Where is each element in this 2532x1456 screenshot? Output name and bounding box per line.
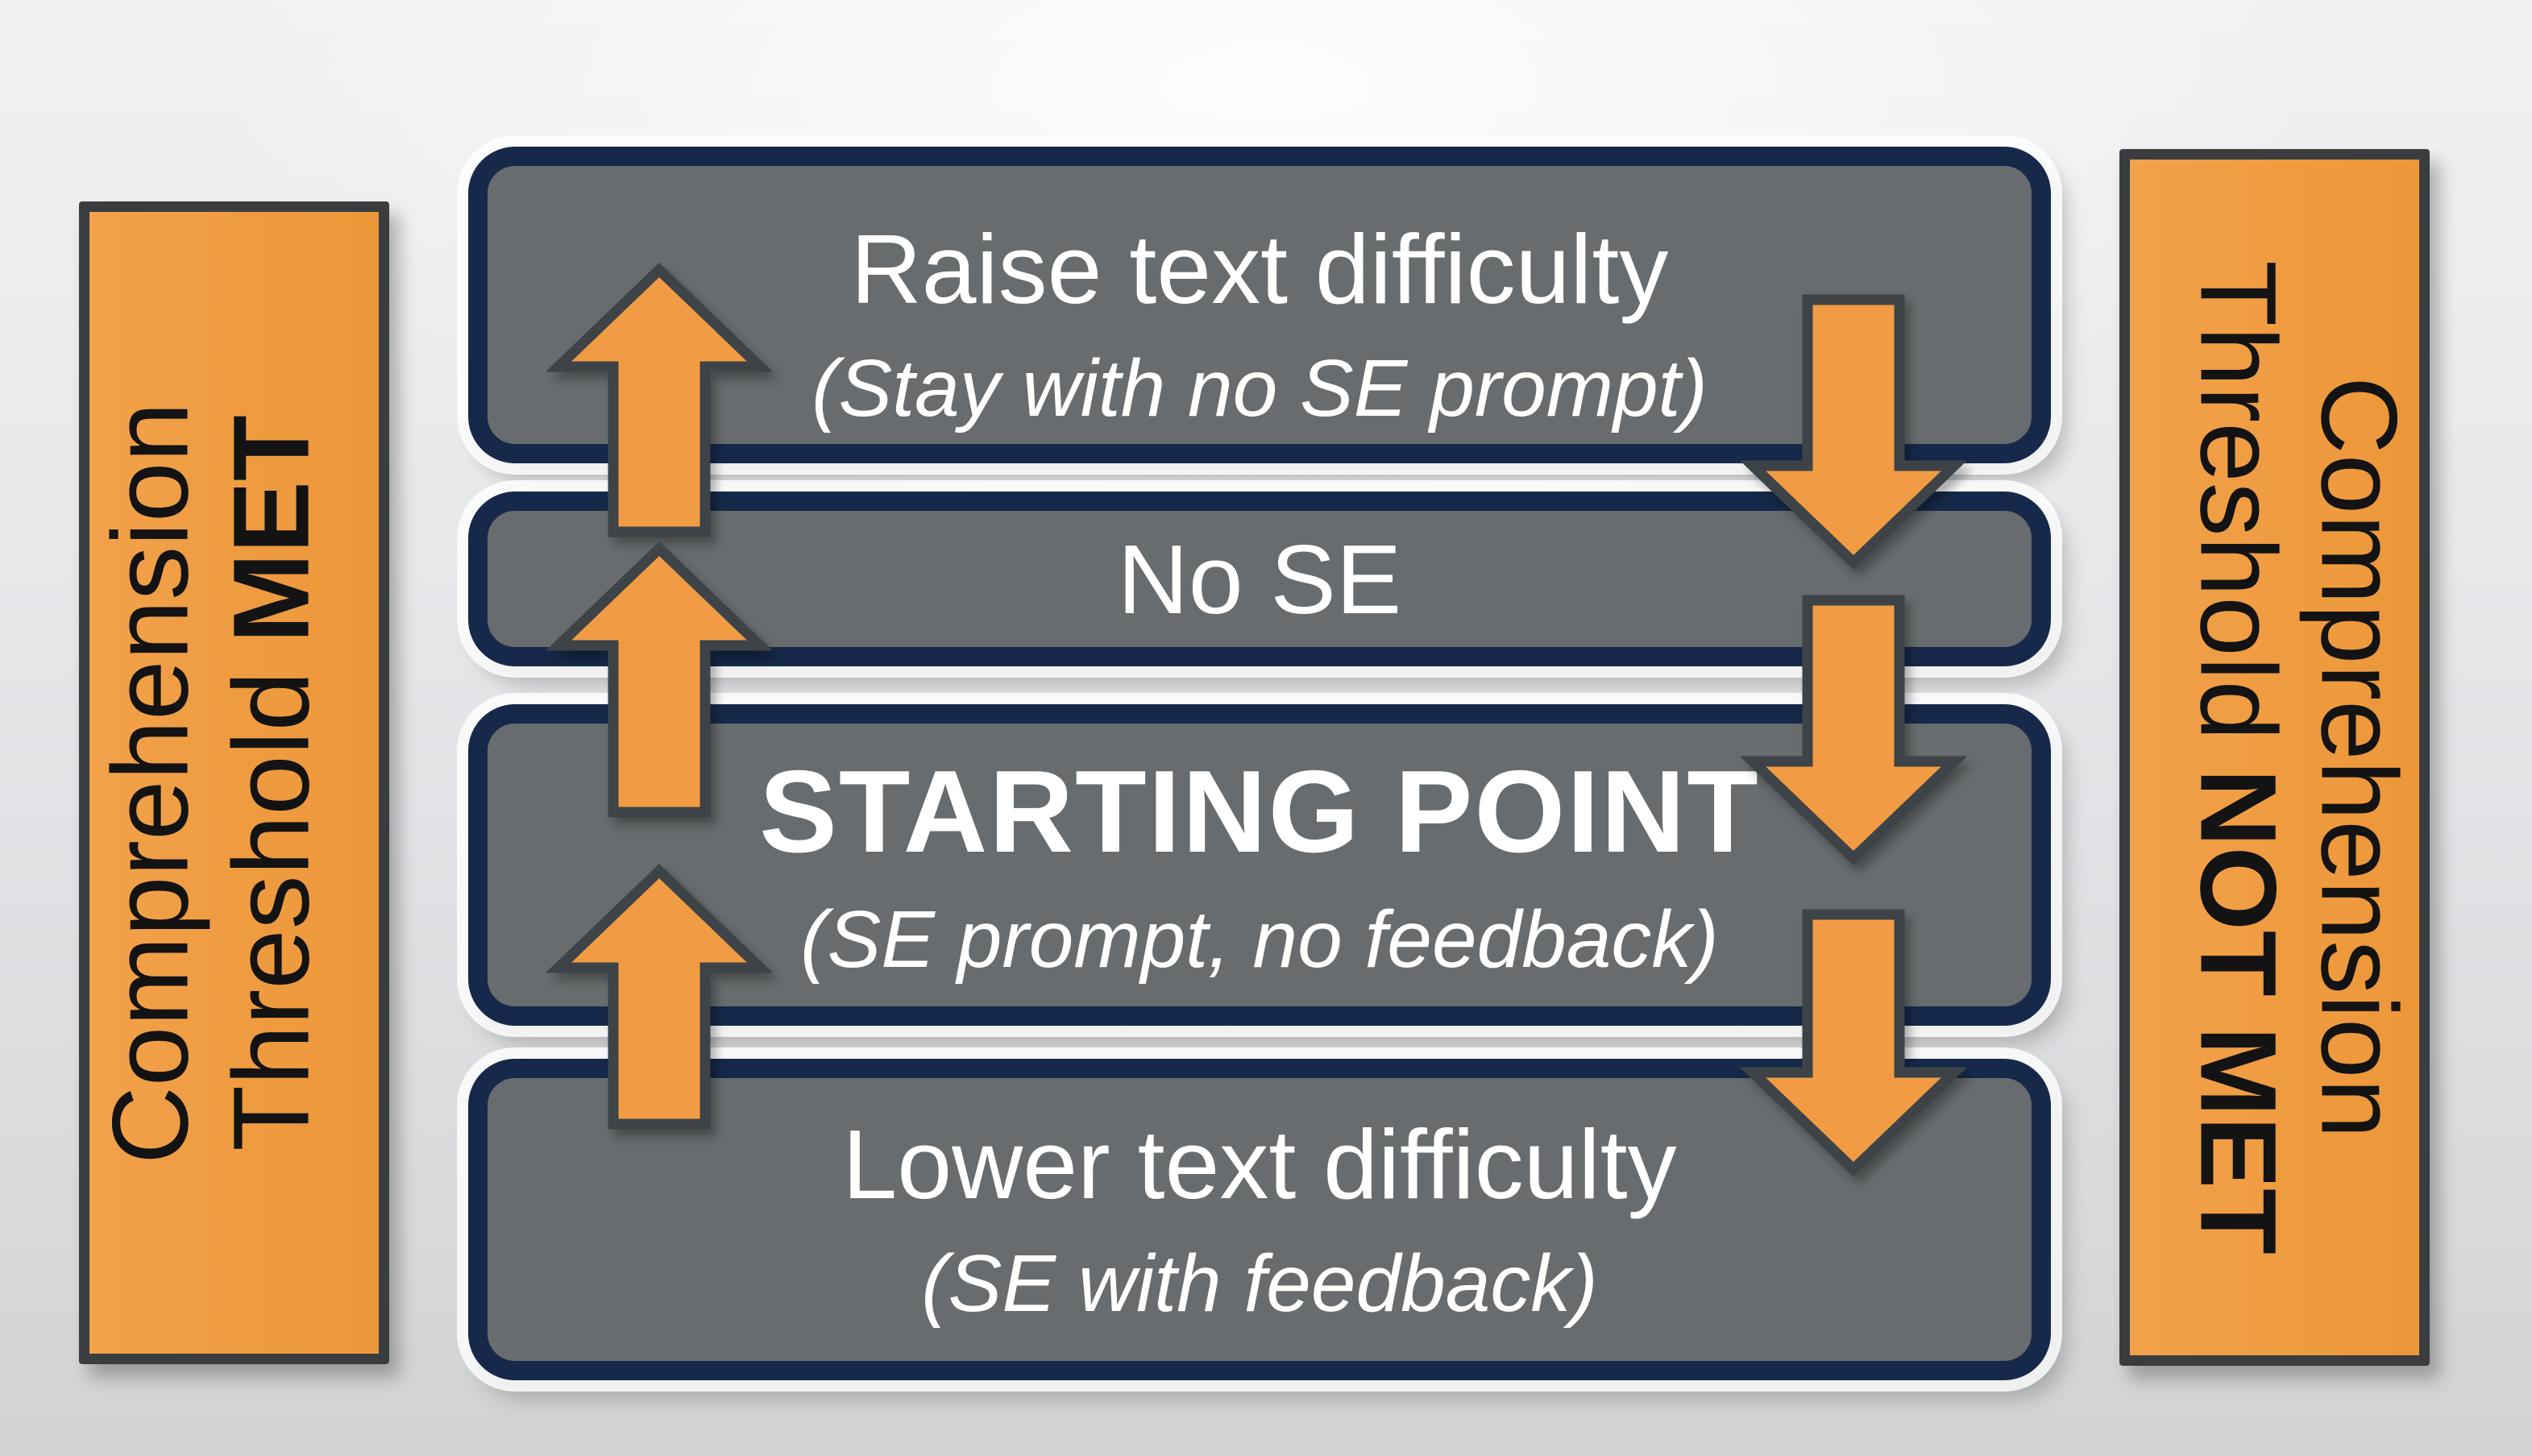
banner-met-line2: ThresholdMET bbox=[211, 414, 331, 1151]
banner-threshold-not-met-text: Comprehension ThresholdNOT MET bbox=[2131, 160, 2418, 1354]
banner-threshold-met-text: Comprehension ThresholdMET bbox=[90, 213, 378, 1353]
banner-met-line1: Comprehension bbox=[90, 401, 210, 1164]
box-lower-text-difficulty: Lower text difficulty (SE with feedback) bbox=[468, 1059, 2051, 1380]
banner-notmet-line2: ThresholdNOT MET bbox=[2177, 260, 2297, 1255]
box-raise-title: Raise text difficulty bbox=[850, 214, 1669, 324]
banner-notmet-bold: NOT MET bbox=[2177, 768, 2297, 1255]
up-arrow-icon bbox=[546, 863, 772, 1130]
box-lower-subtitle: (SE with feedback) bbox=[921, 1238, 1598, 1329]
box-raise-subtitle: (Stay with no SE prompt) bbox=[811, 342, 1708, 433]
banner-threshold-not-met: Comprehension ThresholdNOT MET bbox=[2119, 149, 2430, 1366]
box-lower-title: Lower text difficulty bbox=[842, 1109, 1677, 1219]
up-arrow-icon bbox=[546, 262, 772, 537]
box-no-se-title: No SE bbox=[1117, 524, 1402, 634]
box-starting-point-title: STARTING POINT bbox=[759, 745, 1760, 877]
down-arrow-icon bbox=[1741, 595, 1966, 866]
box-starting-point-subtitle: (SE prompt, no feedback) bbox=[800, 894, 1719, 985]
box-raise-text-difficulty: Raise text difficulty (Stay with no SE p… bbox=[468, 147, 2051, 463]
banner-notmet-line1: Comprehension bbox=[2298, 376, 2418, 1139]
banner-met-bold: MET bbox=[211, 414, 331, 643]
down-arrow-icon bbox=[1741, 909, 1966, 1177]
banner-threshold-met: Comprehension ThresholdMET bbox=[79, 201, 389, 1364]
up-arrow-icon bbox=[546, 541, 772, 818]
down-arrow-icon bbox=[1741, 294, 1966, 570]
